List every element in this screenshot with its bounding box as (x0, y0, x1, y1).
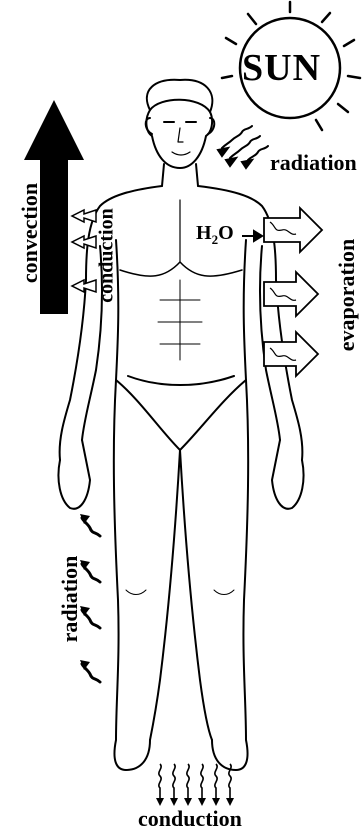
evaporation-label: evaporation (334, 230, 360, 360)
sun-label: SUN (242, 46, 321, 90)
body-radiation-arrows (80, 514, 100, 682)
evaporation-arrows (264, 208, 322, 376)
water-o: O (218, 222, 234, 244)
human-figure (58, 80, 303, 770)
sun-radiation-arrows (218, 126, 268, 168)
water-arrow (242, 231, 262, 241)
feet-conduction-arrows (156, 764, 234, 806)
convection-label: convection (17, 173, 43, 293)
body-radiation-label: radiation (57, 549, 83, 649)
conduction-side-label: conduction (96, 201, 119, 311)
feet-conduction-label: conduction (138, 806, 242, 832)
water-label: H2O (196, 222, 234, 248)
water-h: H (196, 222, 212, 244)
sun-radiation-label: radiation (270, 150, 357, 176)
